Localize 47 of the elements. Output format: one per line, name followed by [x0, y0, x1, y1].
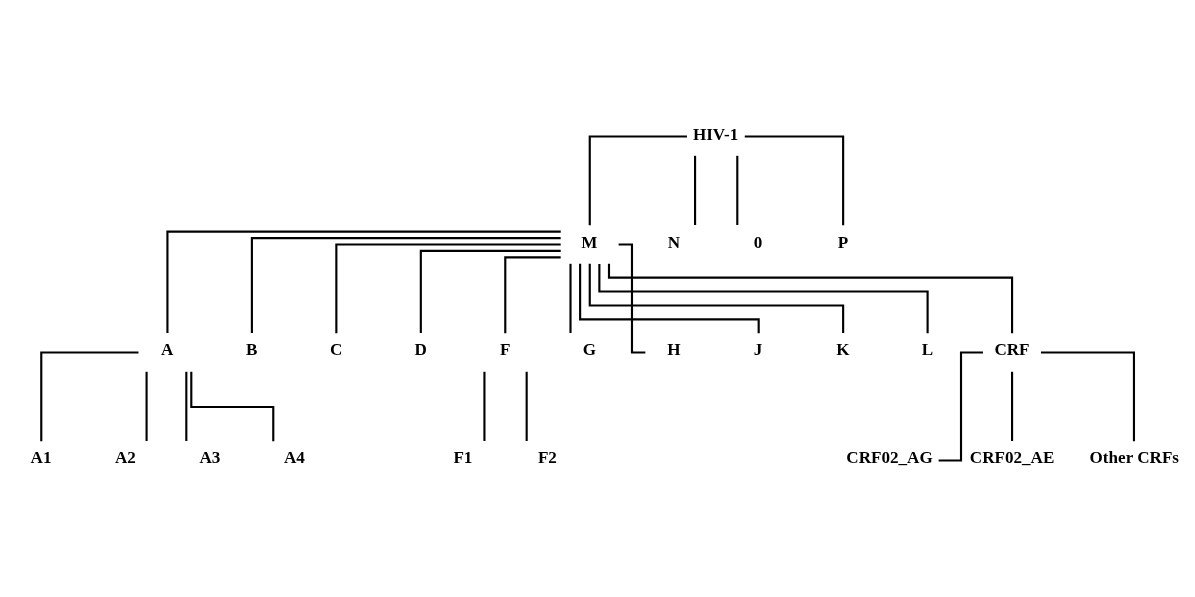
node-text: A — [161, 340, 174, 360]
connector — [694, 155, 697, 225]
connector — [607, 263, 1014, 334]
node-text: P — [837, 232, 849, 252]
node-text: A3 — [199, 448, 221, 468]
connector — [166, 230, 561, 334]
connector — [598, 263, 929, 334]
connector — [40, 351, 139, 442]
node-text: B — [246, 340, 258, 360]
connector — [525, 371, 528, 441]
connector — [145, 371, 148, 441]
connector — [938, 351, 983, 462]
node-text: CRF02_AE — [969, 448, 1055, 468]
node-text: N — [667, 232, 681, 252]
connector — [250, 237, 561, 334]
node-text: D — [414, 340, 427, 360]
node-text: Other CRFs — [1089, 448, 1179, 468]
connector — [1040, 351, 1135, 442]
node-text: F1 — [453, 448, 473, 468]
node-text: J — [753, 340, 763, 360]
connector — [190, 371, 275, 442]
node-text: CRF — [994, 340, 1030, 360]
node-text: H — [667, 340, 681, 360]
node-text: A2 — [115, 448, 136, 468]
node-text: F2 — [537, 448, 557, 468]
node-text: A4 — [283, 448, 305, 468]
connector — [419, 249, 561, 333]
node-text: G — [582, 340, 597, 360]
connector — [1011, 371, 1014, 441]
connector — [744, 135, 845, 226]
node-text: F — [499, 340, 511, 360]
connector — [504, 256, 561, 334]
node-text: C — [329, 340, 343, 360]
node-text: L — [921, 340, 934, 360]
node-text: M — [581, 232, 598, 252]
node-text: K — [836, 340, 850, 360]
node-text: A1 — [30, 448, 52, 468]
connector — [569, 263, 572, 333]
node-text: CRF02_AG — [846, 448, 933, 468]
connector — [736, 155, 739, 225]
connector — [588, 135, 687, 226]
connector — [185, 371, 188, 441]
connector — [483, 371, 486, 441]
node-text: HIV-1 — [692, 124, 739, 144]
node-text: 0 — [753, 232, 763, 252]
connector — [588, 263, 845, 334]
connector — [335, 243, 561, 334]
